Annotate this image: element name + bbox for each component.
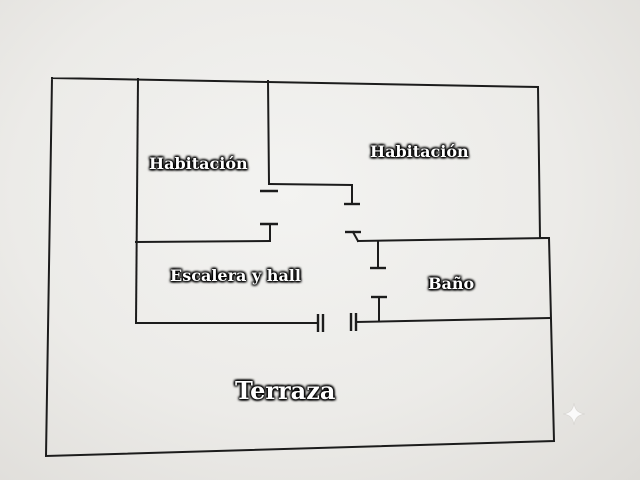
wall-hall-bottom-right xyxy=(354,316,551,324)
wall-bedrooms-divider xyxy=(266,79,271,186)
room-label-terraza: Terraza xyxy=(235,376,336,405)
room-label-habitacion-right: Habitación xyxy=(370,142,469,161)
room-label-escalera-hall: Escalera y hall xyxy=(170,266,301,285)
wall-bathroom-top-jamb xyxy=(351,230,360,243)
room-label-habitacion-left: Habitación xyxy=(149,154,248,173)
wall-bedroom-left-bottom xyxy=(134,239,272,244)
wall-left-block xyxy=(134,77,140,325)
room-label-bano: Baño xyxy=(428,274,475,293)
wall-bathroom-top xyxy=(356,236,550,243)
door-markers xyxy=(260,189,387,332)
wall-bedroom-right-bottom xyxy=(267,182,354,187)
sparkle-icon xyxy=(562,402,586,426)
interior-walls xyxy=(134,77,551,325)
